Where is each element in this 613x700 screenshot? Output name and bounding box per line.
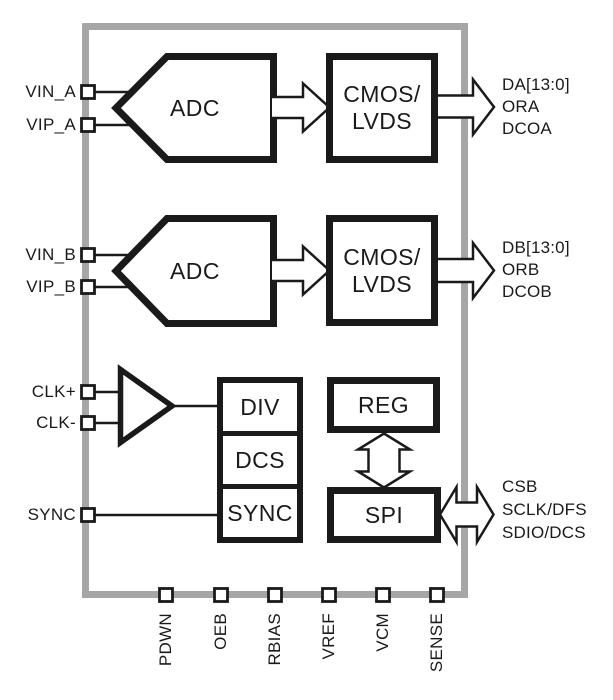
cmos-lvds-b-block: CMOS/ LVDS (326, 215, 438, 326)
reg-spi-double-arrow (353, 432, 415, 489)
pin-label-vin-b: VIN_B (25, 245, 76, 264)
output-csb: CSB (502, 477, 538, 496)
pin-square-vref (321, 587, 337, 603)
pin-label-sync: SYNC (27, 505, 76, 524)
pin-square-clk-plus (80, 384, 96, 400)
output-da: DA[13:0] (502, 75, 570, 94)
channel-b-output-arrow (436, 239, 496, 302)
pin-square-vip-b (80, 279, 96, 295)
pin-square-sense (429, 587, 445, 603)
adc-a-pentagon (111, 53, 277, 163)
pin-label-oeb: OEB (211, 613, 230, 650)
adc-b-pentagon (111, 215, 277, 327)
cmos-lvds-b-line2: LVDS (352, 270, 412, 297)
channel-a-output-arrow (436, 75, 496, 139)
clock-stack: DIV DCS SYNC (217, 377, 303, 543)
pin-square-oeb (213, 587, 229, 603)
pin-label-vip-a: VIP_A (26, 115, 76, 134)
output-ora: ORA (502, 97, 540, 116)
pin-square-vin-a (80, 84, 96, 100)
pin-square-vcm (375, 587, 391, 603)
pin-square-rbias (267, 587, 283, 603)
pin-label-vin-a: VIN_A (25, 82, 76, 101)
adc-b-label: ADC (169, 258, 221, 284)
reg-block: REG (327, 377, 440, 433)
pin-label-clk-minus: CLK- (36, 413, 76, 432)
pin-label-clk-plus: CLK+ (31, 382, 76, 401)
pin-label-pdwn: PDWN (156, 613, 175, 667)
output-dcoa: DCOA (502, 119, 552, 138)
clock-buffer-triangle (117, 364, 177, 448)
dcs-cell: DCS (223, 431, 297, 489)
pin-label-vip-b: VIP_B (26, 277, 76, 296)
output-orb: ORB (502, 260, 540, 279)
adc-a-to-cmos-arrow (272, 80, 332, 135)
pin-label-sense: SENSE (427, 613, 446, 673)
pin-square-clk-minus (80, 415, 96, 431)
output-sclk: SCLK/DFS (502, 500, 587, 519)
output-db: DB[13:0] (502, 238, 570, 257)
pin-square-vip-a (80, 117, 96, 133)
pin-square-pdwn (158, 587, 174, 603)
spi-label: SPI (364, 501, 404, 528)
output-dcob: DCOB (502, 282, 552, 301)
cmos-lvds-a-line2: LVDS (352, 108, 412, 134)
output-sdio: SDIO/DCS (502, 523, 586, 542)
spi-bus-double-arrow (438, 482, 495, 547)
spi-block: SPI (327, 487, 441, 543)
pin-label-rbias: RBIAS (265, 613, 284, 666)
div-cell: DIV (240, 393, 280, 420)
cmos-lvds-a-block: CMOS/ LVDS (326, 53, 438, 163)
spi-bus-labels: CSB SCLK/DFS SDIO/DCS (502, 475, 610, 544)
pin-label-vref: VREF (319, 613, 338, 660)
channel-a-output-labels: DA[13:0] ORA DCOA (502, 74, 610, 140)
pin-square-sync (80, 507, 96, 523)
adc-a-label: ADC (169, 95, 221, 121)
cmos-lvds-a-line1: CMOS/ (343, 81, 421, 107)
pin-label-vcm: VCM (373, 613, 392, 652)
reg-label: REG (357, 391, 410, 418)
cmos-lvds-b-line1: CMOS/ (343, 243, 421, 270)
adc-b-to-cmos-arrow (272, 243, 332, 298)
channel-b-output-labels: DB[13:0] ORB DCOB (502, 237, 610, 303)
sync-cell: SYNC (227, 499, 293, 526)
pin-square-vin-b (80, 247, 96, 263)
